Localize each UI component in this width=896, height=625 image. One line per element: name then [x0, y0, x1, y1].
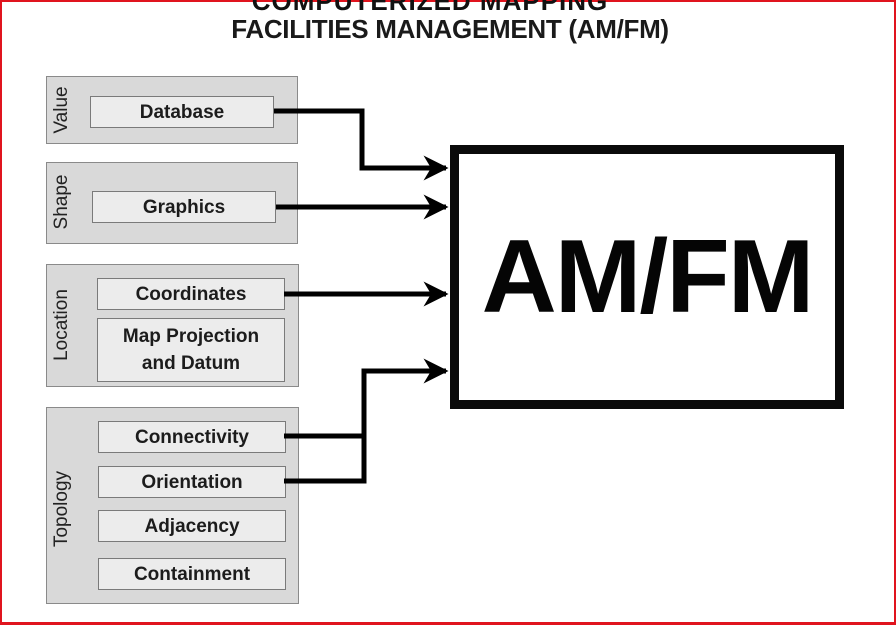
item-graphics: Graphics: [92, 191, 276, 223]
amfm-box: AM/FM: [450, 145, 844, 409]
item-coordinates: Coordinates: [97, 278, 285, 310]
cropped-title-line: COMPUTERIZED MAPPING: [251, 0, 609, 16]
amfm-label: AM/FM: [481, 218, 815, 335]
arrow-database: [274, 108, 449, 181]
group-shape: Shape Graphics: [46, 162, 298, 244]
item-adjacency: Adjacency: [98, 510, 286, 542]
item-map-projection-datum: Map Projection and Datum: [97, 318, 285, 382]
item-connectivity: Connectivity: [98, 421, 286, 453]
group-location: Location Coordinates Map Projection and …: [46, 264, 299, 387]
group-topology: Topology Connectivity Orientation Adjace…: [46, 407, 299, 604]
item-database: Database: [90, 96, 274, 128]
item-orientation: Orientation: [98, 466, 286, 498]
item-containment: Containment: [98, 558, 286, 590]
diagram-title: FACILITIES MANAGEMENT (AM/FM): [231, 14, 669, 44]
group-value: Value Database: [46, 76, 298, 144]
arrow-orientation: [284, 358, 449, 484]
